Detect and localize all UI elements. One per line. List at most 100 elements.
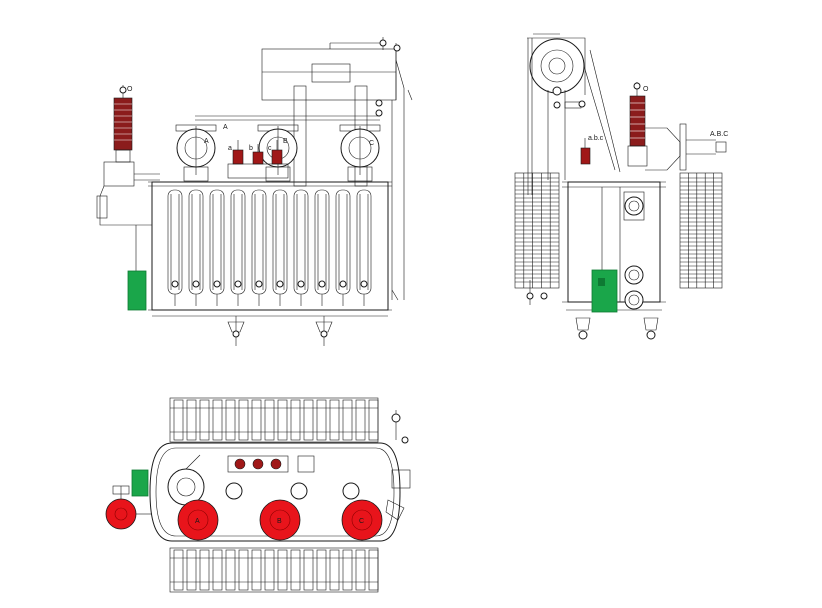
front-control-box — [127, 270, 147, 311]
plan-radiator-panel — [225, 549, 236, 591]
fin-valve — [255, 280, 263, 288]
plan-tank-outline — [149, 442, 401, 542]
side-wheel-left — [575, 317, 591, 340]
plan-radiator-panel — [251, 399, 262, 441]
plan-radiator-panel — [342, 549, 353, 591]
plan-radiator-panel — [303, 549, 314, 591]
plan-radiator-panel — [264, 549, 275, 591]
plan-radiator-panel — [173, 549, 184, 591]
front-neutral-bushing: O — [113, 85, 133, 163]
plan-radiator-panel — [355, 549, 366, 591]
plan-radiators-top — [169, 397, 379, 443]
fin-valve — [318, 280, 326, 288]
front-wheel-left — [227, 316, 245, 346]
side-valve-1 — [624, 196, 644, 216]
side-abc-label: A.B.C — [710, 131, 728, 138]
front-radiator-fins — [167, 189, 372, 306]
side-radiator-right — [679, 172, 723, 289]
plan-hv-bushing-c: C — [341, 499, 383, 541]
plan-hv-bushing-a: A — [177, 499, 219, 541]
front-bushing-o-label: O — [127, 86, 133, 93]
radiator-fin — [188, 189, 204, 295]
plan-radiator-panel — [251, 549, 262, 591]
plan-radiator-panel — [290, 549, 301, 591]
plan-radiator-panel — [277, 399, 288, 441]
front-phase-b-label: B — [283, 138, 288, 145]
plan-radiator-panel — [238, 549, 249, 591]
front-phase-a-label: A — [204, 138, 209, 145]
fin-valve — [192, 280, 200, 288]
plan-radiator-panel — [342, 399, 353, 441]
plan-radiator-panel — [199, 399, 210, 441]
radiator-fin — [230, 189, 246, 295]
radiator-fin — [293, 189, 309, 295]
front-small-a: a — [228, 145, 232, 152]
plan-lv-bushing-c — [270, 458, 282, 470]
lv-bushing-c — [271, 149, 283, 165]
side-lv-bushing: a.b.c — [580, 135, 604, 165]
plan-radiator-panel — [199, 549, 210, 591]
fin-valve — [276, 280, 284, 288]
plan-lv-bushing-b — [252, 458, 264, 470]
plan-control-box — [131, 469, 149, 497]
side-obc-label: a.b.c — [588, 135, 604, 142]
side-elevation-view: O A.B.C a.b.c — [514, 33, 728, 340]
fin-valve — [213, 280, 221, 288]
front-small-c: c — [268, 145, 272, 152]
radiator-fin — [209, 189, 225, 295]
side-control-box — [591, 269, 618, 313]
front-mark-a: A — [223, 124, 228, 131]
radiator-fin — [251, 189, 267, 295]
front-lv-bushings: a b c — [227, 140, 289, 179]
plan-radiator-panel — [264, 399, 275, 441]
plan-radiator-panel — [173, 399, 184, 441]
side-wheel-right — [643, 317, 659, 340]
fin-valve — [339, 280, 347, 288]
lv-bushing-a — [232, 149, 244, 165]
plan-radiator-panel — [329, 549, 340, 591]
plan-phase-b-label: B — [277, 518, 282, 525]
plan-radiator-panel — [186, 399, 197, 441]
conservator-support-left — [293, 85, 307, 187]
plan-radiator-panel — [212, 549, 223, 591]
plan-radiator-panel — [316, 549, 327, 591]
radiator-fin — [356, 189, 372, 295]
front-hv-bushing-a: A — [175, 124, 217, 182]
plan-radiator-panel — [225, 399, 236, 441]
radiator-fin — [314, 189, 330, 295]
plan-radiator-panel — [316, 399, 327, 441]
fin-valve — [360, 280, 368, 288]
radiator-fin — [335, 189, 351, 295]
plan-radiator-panel — [290, 399, 301, 441]
front-elevation-view: A A B C — [96, 37, 413, 346]
plan-phase-a-label: A — [195, 518, 200, 525]
front-small-b: b — [249, 145, 253, 152]
plan-radiator-panel — [303, 399, 314, 441]
conservator-front — [261, 37, 413, 300]
plan-radiator-panel — [212, 399, 223, 441]
plan-radiator-panel — [238, 399, 249, 441]
plan-neutral-bushing — [105, 485, 152, 530]
radiator-fin — [272, 189, 288, 295]
fin-valve — [234, 280, 242, 288]
side-valve-3 — [624, 290, 644, 310]
plan-hv-bushing-b: B — [259, 499, 301, 541]
side-hv-turret: A.B.C — [645, 123, 728, 171]
plan-radiator-panel — [368, 549, 379, 591]
front-hv-bushing-c: C — [339, 124, 381, 182]
radiator-fin — [167, 189, 183, 295]
front-phase-c-label: C — [369, 140, 374, 147]
side-hv-bushing: O — [627, 82, 649, 167]
plan-conservator-end — [167, 468, 205, 506]
plan-lv-bushing-a — [234, 458, 246, 470]
plan-view: A B C — [105, 397, 411, 593]
side-bushing-o-label: O — [643, 86, 649, 93]
lv-bushing-b — [252, 151, 264, 165]
front-tank-body — [151, 181, 389, 311]
conservator-side — [527, 33, 621, 195]
plan-phase-c-label: C — [359, 518, 364, 525]
plan-radiator-panel — [186, 549, 197, 591]
side-radiator-left — [514, 172, 560, 289]
fin-valve — [171, 280, 179, 288]
